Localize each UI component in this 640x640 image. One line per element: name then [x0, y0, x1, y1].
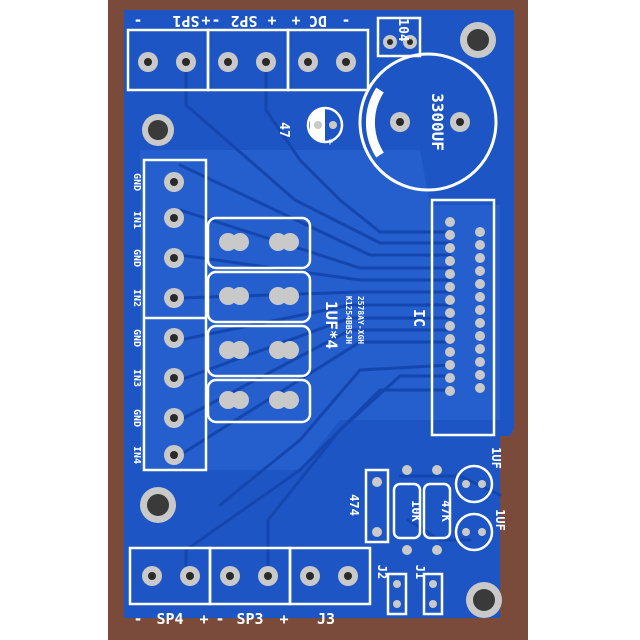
ic-pin	[445, 282, 455, 292]
label-j3: J3	[317, 610, 335, 628]
ic-pin	[475, 318, 485, 328]
label-dc: DC	[309, 12, 327, 30]
bottom-connector-pads	[142, 566, 358, 586]
label-ic: IC	[410, 309, 428, 327]
label-sp2: SP2	[230, 12, 257, 30]
ic-pin	[475, 370, 485, 380]
label-1uf-x4: 1UF*4	[322, 301, 341, 349]
top-labels: SP1 - + SP2 - + DC + - 104	[133, 12, 410, 42]
ic-pin	[445, 308, 455, 318]
label-j1: J1	[413, 565, 427, 579]
bottom-connector-outlines	[128, 546, 372, 606]
bottom-right-components	[364, 464, 494, 616]
bottom-right-pads	[372, 465, 486, 608]
ic-pin	[475, 240, 485, 250]
label-in4: IN4	[131, 446, 142, 464]
label-j2: J2	[375, 565, 389, 579]
label-gnd-1: GND	[131, 173, 142, 191]
label-sp1-plus: +	[201, 12, 210, 30]
label-1uf-b: 1UF	[493, 509, 507, 531]
label-cap-plus: +	[327, 137, 333, 148]
ic-pin	[475, 279, 485, 289]
bottom-labels: - SP4 + - SP3 + J3	[133, 610, 335, 628]
label-sp2-plus: +	[267, 12, 276, 30]
ic-pin	[445, 243, 455, 253]
label-sp3: SP3	[236, 610, 263, 628]
label-gnd-3: GND	[131, 329, 142, 347]
top-connector-outlines	[126, 16, 422, 92]
label-sp4: SP4	[156, 610, 183, 628]
ic-pin	[475, 383, 485, 393]
ic-pin	[475, 357, 485, 367]
mounting-holes	[140, 22, 502, 618]
ic-pin	[445, 295, 455, 305]
ic-pin	[475, 292, 485, 302]
ic-pin	[445, 386, 455, 396]
ic-pin	[475, 305, 485, 315]
ic-pin	[475, 331, 485, 341]
input-pads	[164, 172, 184, 465]
label-chip-code-2: 2578AY-XGH	[356, 296, 365, 344]
label-3300uf: 3300UF	[428, 93, 447, 151]
label-sp1-minus: -	[133, 12, 142, 30]
ic-pin	[445, 269, 455, 279]
ic-pin	[475, 253, 485, 263]
label-47: 47	[276, 122, 291, 138]
label-in3: IN3	[131, 369, 142, 387]
capacitor-group-pads	[219, 233, 299, 409]
label-sp1: SP1	[172, 12, 199, 30]
label-sp4-plus: +	[199, 610, 208, 628]
label-dc-plus: +	[291, 12, 300, 30]
label-474: 474	[347, 494, 361, 516]
capacitor-3300uf: 3300UF	[358, 52, 498, 192]
ic-pin	[445, 217, 455, 227]
ic-pin	[445, 230, 455, 240]
capacitor-group-1uf	[206, 216, 312, 424]
top-connector-pads	[138, 35, 417, 72]
ic-pin	[445, 256, 455, 266]
label-47k: 47K	[439, 500, 453, 522]
ic-pin	[475, 227, 485, 237]
label-gnd-2: GND	[131, 249, 142, 267]
label-sp4-minus: -	[133, 610, 142, 628]
label-10k: 10K	[409, 500, 423, 522]
capacitor-47: + 47	[276, 106, 344, 148]
label-res-104: 104	[395, 18, 410, 42]
label-in1: IN1	[131, 211, 142, 229]
label-dc-minus: -	[341, 12, 350, 30]
ic-pin	[445, 321, 455, 331]
traces	[178, 60, 502, 577]
ic-pin	[475, 266, 485, 276]
ic-pin	[445, 334, 455, 344]
label-in2: IN2	[131, 289, 142, 307]
ic-pin	[445, 360, 455, 370]
label-sp3-minus: -	[215, 610, 224, 628]
label-sp3-plus: +	[279, 610, 288, 628]
label-1uf-a: 1UF	[489, 447, 503, 469]
label-gnd-4: GND	[131, 409, 142, 427]
input-header: GND IN1 GND IN2 GND IN3 GND IN4	[131, 158, 208, 472]
label-sp2-minus: -	[211, 12, 220, 30]
ic-pin	[445, 373, 455, 383]
ic-pin	[445, 347, 455, 357]
ic-pin	[475, 344, 485, 354]
ic-footprint: IC	[410, 198, 496, 437]
label-chip-code-1: K1254BBSJH	[344, 296, 353, 344]
